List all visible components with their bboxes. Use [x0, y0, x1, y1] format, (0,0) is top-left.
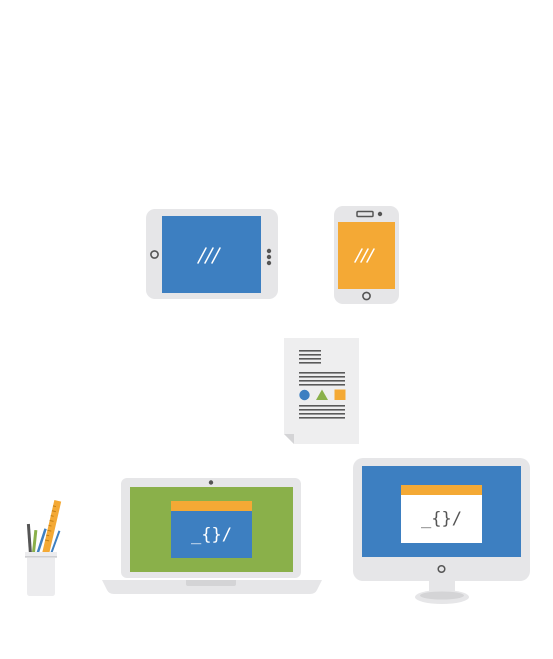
monitor-code-label: _{}/	[421, 509, 462, 529]
phone-speaker	[356, 210, 374, 218]
monitor-stand	[429, 581, 455, 591]
triangle-shape-icon	[316, 389, 328, 400]
smartphone-icon	[334, 206, 399, 304]
ruler-icon	[41, 500, 62, 557]
tablet-screen	[162, 216, 261, 293]
pencil-cup-icon	[25, 500, 62, 596]
phone-glare-icon	[354, 248, 375, 263]
tablet-glare-icon	[197, 247, 221, 264]
desktop-monitor-icon: _{}/	[353, 458, 530, 604]
tablet-icon	[146, 209, 278, 299]
document-icon	[284, 338, 359, 444]
monitor-code-window: _{}/	[401, 485, 482, 543]
square-shape-icon	[334, 389, 346, 400]
laptop-base	[102, 580, 322, 594]
monitor-power-icon	[437, 564, 446, 574]
tablet-home-button	[150, 250, 159, 259]
phone-screen	[338, 222, 395, 289]
laptop-icon: _{}/	[102, 478, 322, 594]
circle-shape-icon	[299, 389, 310, 401]
laptop-code-label: _{}/	[191, 525, 232, 545]
phone-home-button	[362, 291, 371, 301]
pencil-icon	[26, 523, 33, 557]
phone-camera	[377, 211, 383, 217]
laptop-code-window: _{}/	[171, 501, 252, 558]
laptop-camera	[208, 480, 214, 485]
